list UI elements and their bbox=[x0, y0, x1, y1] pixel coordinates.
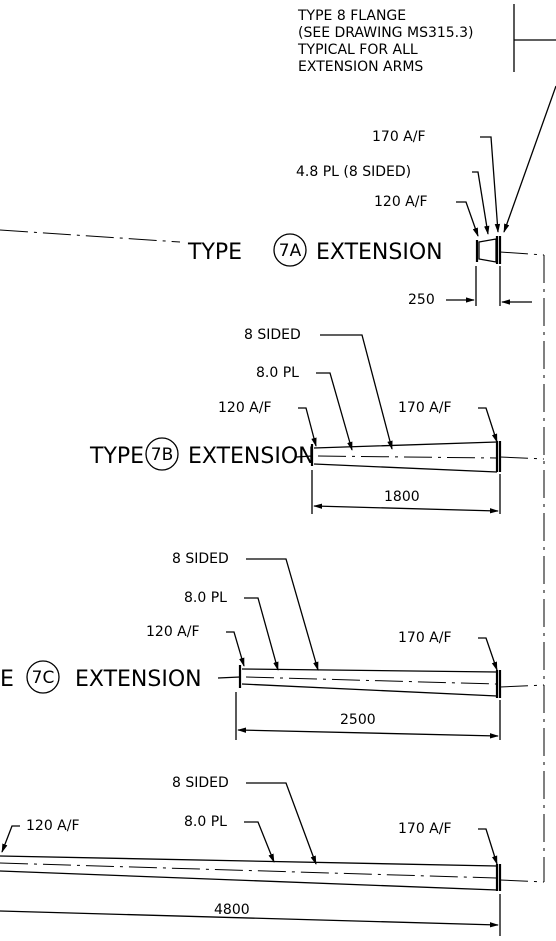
type-7a-dimension: 250 bbox=[408, 292, 435, 308]
type-7c-group: E 7C EXTENSION 8 SIDED 8.0 PL 120 A/F 17… bbox=[0, 551, 545, 740]
type-7c-leader-120 bbox=[226, 631, 245, 667]
type-7d-centre-line-right bbox=[499, 879, 545, 883]
type-7c-leader-plate bbox=[244, 597, 279, 671]
type-7a-callout-120: 120 A/F bbox=[374, 194, 428, 210]
type-7a-code-circle bbox=[273, 233, 307, 267]
type-7c-callout-sided: 8 SIDED bbox=[172, 551, 229, 567]
flange-note: TYPE 8 FLANGE (SEE DRAWING MS315.3) TYPI… bbox=[297, 4, 556, 233]
note-bracket bbox=[513, 4, 556, 72]
type-7d-callout-sided: 8 SIDED bbox=[172, 775, 229, 791]
type-7a-label-prefix: TYPE bbox=[187, 240, 242, 265]
type-7d-leader-plate bbox=[244, 821, 275, 863]
note-line-3: TYPICAL FOR ALL bbox=[297, 42, 418, 58]
type-7d-leader-sided bbox=[246, 782, 317, 865]
type-7a-leader-120 bbox=[456, 201, 479, 237]
type-7a-flange-part bbox=[475, 236, 502, 264]
type-7a-extension-lines bbox=[475, 266, 501, 306]
type-7d-arm bbox=[0, 855, 502, 891]
type-7c-leader-sided bbox=[246, 558, 319, 671]
type-7a-centre-line-left bbox=[0, 229, 181, 243]
type-7a-leader-plate bbox=[472, 171, 490, 235]
type-7a-centre-line-right bbox=[499, 251, 545, 256]
type-7c-dimension: 2500 bbox=[340, 712, 376, 728]
type-7b-label-tail bbox=[295, 455, 313, 458]
note-line-4: EXTENSION ARMS bbox=[298, 59, 423, 75]
type-7c-callout-plate: 8.0 PL bbox=[184, 590, 227, 606]
type-7d-dimension: 4800 bbox=[214, 902, 250, 918]
type-7d-callout-120: 120 A/F bbox=[26, 818, 80, 834]
type-7c-centre-line-right bbox=[499, 684, 545, 688]
type-7a-code: 7A bbox=[279, 241, 302, 261]
type-7d-leader-170 bbox=[478, 828, 498, 865]
type-7d-callout-170: 170 A/F bbox=[398, 821, 452, 837]
type-7c-code-circle bbox=[26, 660, 60, 694]
type-7a-group: TYPE 7A EXTENSION 170 A/F 4.8 PL (8 SIDE… bbox=[0, 129, 545, 308]
type-7b-code-circle bbox=[145, 437, 179, 471]
type-7b-leader-120 bbox=[298, 407, 317, 447]
type-7b-dimension-line bbox=[313, 503, 499, 514]
type-7b-callout-sided: 8 SIDED bbox=[244, 327, 301, 343]
type-7b-leader-170 bbox=[478, 407, 498, 443]
type-7b-arm bbox=[310, 441, 502, 473]
type-7b-group: TYPE 7B EXTENSION 8 SIDED 8.0 PL 120 A/F… bbox=[89, 327, 545, 514]
type-7d-leader-120 bbox=[1, 825, 20, 853]
type-7b-label-prefix: TYPE bbox=[89, 444, 144, 469]
type-7a-leader-170 bbox=[480, 136, 501, 233]
type-7d-group: 8 SIDED 8.0 PL 120 A/F 170 A/F 4800 bbox=[0, 775, 545, 936]
note-line-2: (SEE DRAWING MS315.3) bbox=[298, 25, 474, 41]
type-7d-dimension-line bbox=[0, 910, 499, 928]
type-7c-callout-170: 170 A/F bbox=[398, 630, 452, 646]
note-leader bbox=[503, 85, 556, 233]
type-7c-extension-lines bbox=[235, 692, 501, 740]
type-7c-leader-170 bbox=[478, 637, 498, 671]
type-7b-leader-sided bbox=[320, 334, 393, 450]
type-7b-dimension: 1800 bbox=[384, 489, 420, 505]
type-7b-leader-plate bbox=[316, 372, 353, 451]
type-7d-callout-plate: 8.0 PL bbox=[184, 814, 227, 830]
type-7b-centre-line-right bbox=[499, 456, 545, 460]
type-7b-label-suffix: EXTENSION bbox=[188, 444, 315, 469]
type-7a-callout-170: 170 A/F bbox=[372, 129, 426, 145]
type-7b-callout-120: 120 A/F bbox=[218, 400, 272, 416]
type-7c-label-tail bbox=[217, 676, 241, 679]
type-7a-callout-plate: 4.8 PL (8 SIDED) bbox=[296, 164, 411, 180]
type-7c-dimension-line bbox=[237, 727, 499, 739]
type-7c-label-prefix: E bbox=[0, 667, 14, 692]
note-line-1: TYPE 8 FLANGE bbox=[297, 8, 406, 24]
type-7b-extension-lines bbox=[311, 470, 501, 514]
type-7c-code: 7C bbox=[32, 668, 55, 688]
type-7c-arm bbox=[238, 665, 502, 698]
type-7b-code: 7B bbox=[151, 445, 173, 465]
type-7a-label-suffix: EXTENSION bbox=[316, 240, 443, 265]
type-7b-callout-plate: 8.0 PL bbox=[256, 365, 299, 381]
type-7c-label-suffix: EXTENSION bbox=[75, 667, 202, 692]
type-7c-callout-120: 120 A/F bbox=[146, 624, 200, 640]
type-7b-callout-170: 170 A/F bbox=[398, 400, 452, 416]
